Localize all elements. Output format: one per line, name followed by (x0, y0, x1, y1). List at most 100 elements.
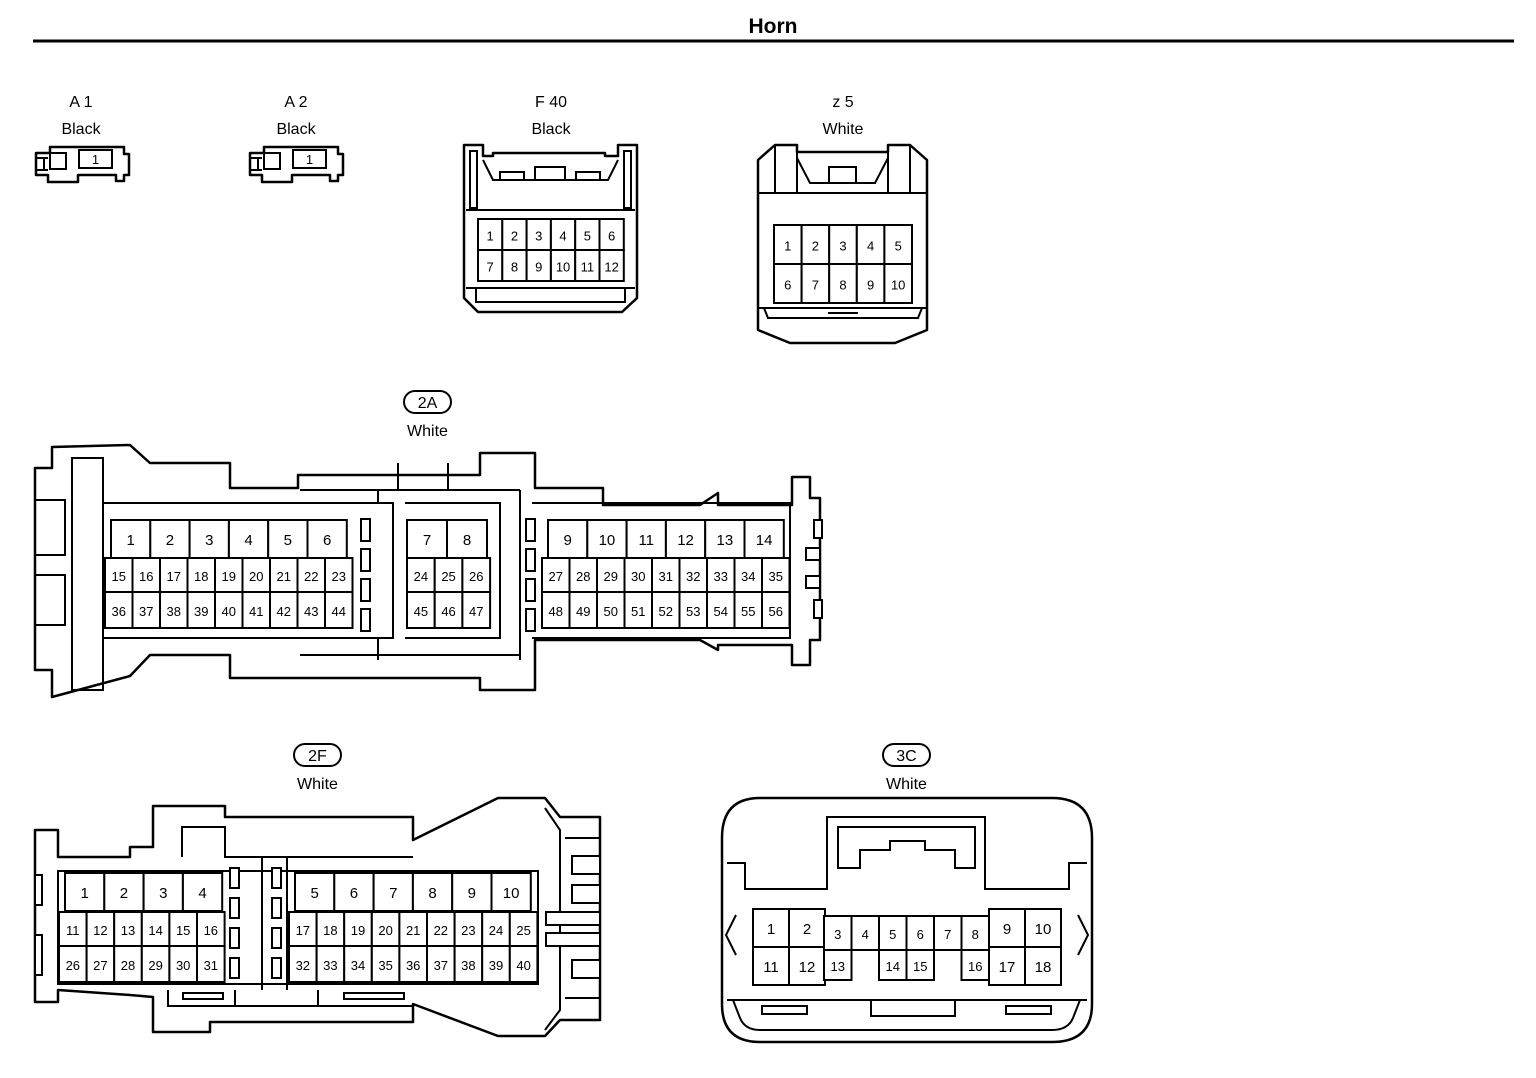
pin-label: 4 (559, 229, 566, 244)
pin-label: 5 (284, 532, 292, 549)
pin-label: 1 (92, 152, 99, 167)
pin-label: 2 (166, 532, 174, 549)
pin-label: 27 (549, 569, 563, 584)
pin-label: 7 (812, 278, 819, 293)
pin-label: 1 (487, 229, 494, 244)
pin-label: 8 (839, 278, 846, 293)
connector-f40-code: F 40 (535, 94, 567, 111)
connector-z5-color: White (823, 121, 864, 138)
pin-label: 21 (406, 923, 420, 938)
pin-label: 30 (631, 569, 645, 584)
pin-label: 10 (1035, 921, 1052, 938)
pin-label: 8 (972, 927, 979, 942)
pin-label: 36 (112, 604, 126, 619)
pin-label: 3 (535, 229, 542, 244)
pin-label: 6 (784, 278, 791, 293)
pin-label: 9 (1003, 921, 1011, 938)
pin-cell (508, 911, 539, 947)
pin-cell (761, 591, 791, 629)
connector-z5: z 5 White (756, 94, 929, 345)
pin-cell (343, 945, 373, 983)
pin-label: 43 (304, 604, 318, 619)
pin-label: 18 (194, 569, 208, 584)
pin-label: 49 (576, 604, 590, 619)
pin-label: 17 (999, 959, 1016, 976)
pin-cell (113, 945, 143, 983)
pin-label: 7 (389, 885, 397, 902)
connector-f40-body (462, 143, 639, 314)
pin-cell (103, 872, 145, 912)
pin-cell (988, 908, 1026, 948)
pin-label: 11 (763, 959, 779, 976)
connector-2a-code-badge (403, 390, 452, 414)
pin-label: 16 (968, 959, 982, 974)
pin-label: 1 (767, 921, 775, 938)
pin-cell (1024, 946, 1062, 986)
pin-cell (142, 872, 184, 912)
connector-2a-color: White (407, 423, 448, 440)
connector-f40-color: Black (531, 121, 571, 138)
pin-cell (241, 557, 271, 593)
pin-cell (446, 519, 488, 559)
pin-cell (426, 911, 456, 947)
connector-a2-body: 1 (248, 145, 345, 184)
pin-cell (214, 591, 244, 629)
pin-label: 13 (831, 959, 845, 974)
pin-cell (549, 218, 577, 251)
pin-label: 10 (556, 260, 570, 275)
pin-label: 4 (244, 532, 252, 549)
pin-label: 31 (204, 958, 218, 973)
connector-3c-body (720, 796, 1094, 1044)
pin-label: 32 (686, 569, 700, 584)
pin-label: 5 (889, 927, 896, 942)
pin-cell (461, 591, 492, 629)
pin-label: 1 (80, 885, 88, 902)
pin-cell (131, 557, 161, 593)
pin-label: 19 (351, 923, 365, 938)
connector-a2: A 2 Black 1 (248, 94, 345, 184)
pin-cell (426, 945, 456, 983)
pin-label: 54 (714, 604, 728, 619)
pin-label: 48 (549, 604, 563, 619)
pin-cell (333, 872, 375, 912)
pin-label: 6 (608, 229, 615, 244)
pin-label: 2 (511, 229, 518, 244)
pin-label: 55 (741, 604, 755, 619)
pin-label: 15 (913, 959, 927, 974)
pin-label: 26 (469, 569, 483, 584)
pin-label: 11 (581, 260, 595, 275)
pin-label: 29 (604, 569, 618, 584)
pin-label: 28 (121, 958, 135, 973)
pin-label: 5 (584, 229, 591, 244)
pin-label: 3 (834, 927, 841, 942)
pin-label: 33 (323, 958, 337, 973)
pin-label: 12 (604, 260, 618, 275)
pin-cell (508, 945, 539, 983)
pin-label: 14 (756, 532, 773, 549)
connector-2f-code: 2F (308, 748, 327, 765)
pin-label: 50 (604, 604, 618, 619)
pin-label: 8 (463, 532, 471, 549)
pin-cell (370, 945, 401, 983)
pin-label: 39 (489, 958, 503, 973)
pin-cell (296, 591, 326, 629)
pin-label: 14 (886, 959, 900, 974)
connector-2f-code-badge (293, 743, 342, 767)
pin-label: 9 (535, 260, 542, 275)
pin-label: 37 (139, 604, 153, 619)
pin-cell (568, 591, 598, 629)
pin-label: 10 (891, 278, 905, 293)
connector-2a-code: 2A (418, 395, 438, 412)
pin-label: 35 (769, 569, 783, 584)
pin-cell (196, 945, 226, 983)
pin-label: 2 (812, 239, 819, 254)
pin-label: 1 (126, 532, 134, 549)
pin-label: 9 (563, 532, 571, 549)
connector-2f-color: White (297, 776, 338, 793)
pin-label: 2 (803, 921, 811, 938)
pin-cell (78, 149, 113, 169)
pin-label: 24 (489, 923, 503, 938)
connector-2f: 2F White (33, 743, 602, 1038)
pin-cell (288, 945, 318, 983)
pin-label: 22 (434, 923, 448, 938)
